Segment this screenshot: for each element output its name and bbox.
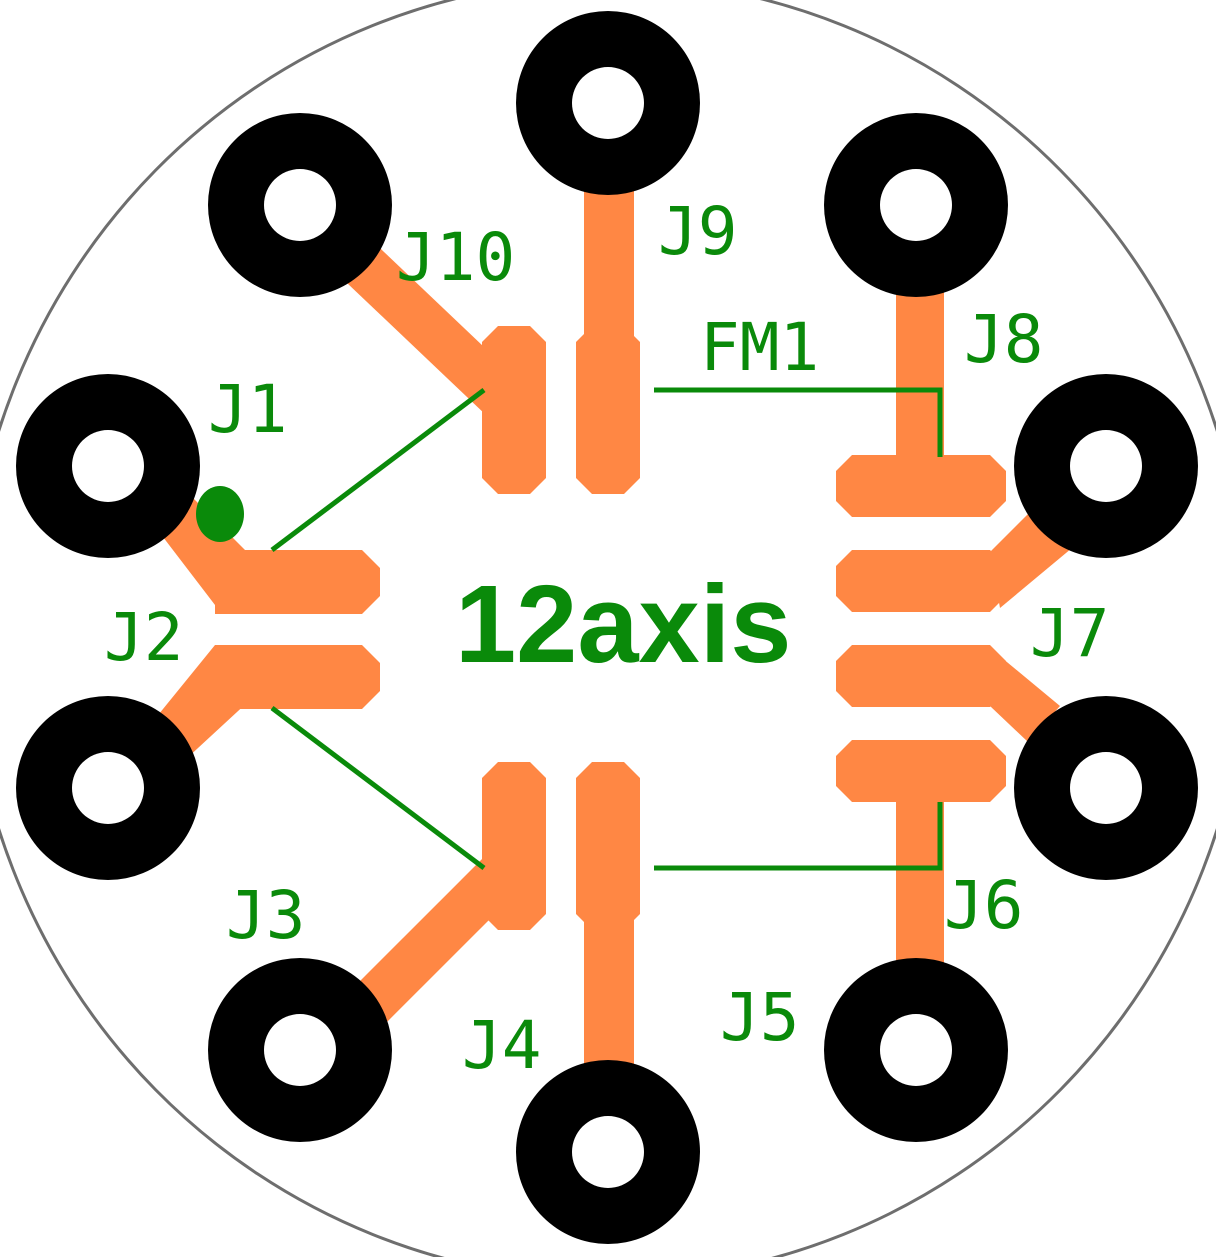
silk-line-upper-right xyxy=(654,387,943,457)
hole-j5 xyxy=(824,958,1008,1142)
label-j3: J3 xyxy=(226,877,305,954)
through-hole-pads xyxy=(16,11,1198,1244)
pad-top-right xyxy=(576,326,640,494)
label-j10: J10 xyxy=(396,219,515,296)
label-j4: J4 xyxy=(462,1007,541,1084)
label-j2: J2 xyxy=(104,599,183,676)
label-j8: J8 xyxy=(964,301,1043,378)
silk-line-lower-right xyxy=(654,802,943,871)
pad-bottom-left xyxy=(482,762,546,930)
hole-j9 xyxy=(516,11,700,195)
hole-j7-upper xyxy=(1014,374,1198,558)
hole-j4 xyxy=(516,1060,700,1244)
pad-right-2 xyxy=(836,550,1006,612)
pad-left-lower xyxy=(215,645,380,709)
hole-j7-lower xyxy=(1014,696,1198,880)
trace-j6 xyxy=(896,790,944,990)
footprint-label: FM1 xyxy=(700,309,819,386)
label-j5: J5 xyxy=(720,979,799,1056)
hole-j8 xyxy=(824,113,1008,297)
hole-j3 xyxy=(208,958,392,1142)
silk-line-lower-left xyxy=(270,706,486,870)
hole-j1 xyxy=(16,374,200,558)
board-title: 12axis xyxy=(455,563,791,686)
label-j1: J1 xyxy=(208,371,287,448)
silkscreen-lines xyxy=(270,387,943,871)
pad-left-upper xyxy=(215,550,380,614)
pad-right-3 xyxy=(836,645,1006,707)
label-j6: J6 xyxy=(944,867,1023,944)
pad-right-4 xyxy=(836,740,1006,802)
pad-right-1 xyxy=(836,455,1006,517)
pin1-marker-dot xyxy=(196,486,244,542)
pad-top-left xyxy=(482,326,546,494)
pad-bottom-right xyxy=(576,762,640,930)
silk-line-upper-left xyxy=(270,388,486,552)
hole-j2 xyxy=(16,696,200,880)
label-j9: J9 xyxy=(658,193,737,270)
copper-pads xyxy=(215,326,1006,930)
label-j7: J7 xyxy=(1030,595,1109,672)
hole-j10 xyxy=(208,113,392,297)
trace-j7-lower xyxy=(990,648,1060,742)
